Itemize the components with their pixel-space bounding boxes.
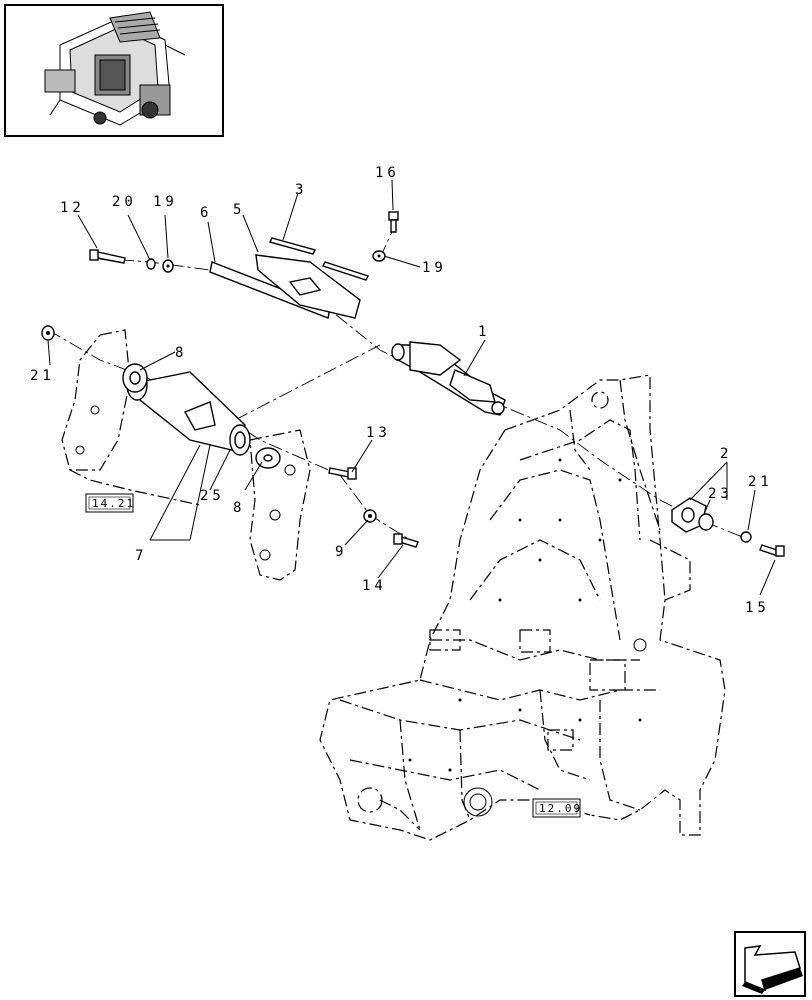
callout-12: 12 (60, 200, 85, 216)
callout-6: 6 (200, 205, 212, 221)
bolt-part-15 (759, 544, 785, 557)
bolt-part-14 (393, 533, 419, 548)
callout-5: 5 (233, 202, 245, 218)
nut-part-9 (363, 509, 377, 523)
reference-label-left: 14.21 (92, 497, 135, 510)
bolt-part-13 (328, 467, 357, 480)
strip-part-3 (268, 237, 369, 281)
callout-2: 2 (720, 446, 732, 462)
frame-phantom-outline (319, 374, 726, 841)
left-side-plate-phantom (61, 329, 311, 581)
callout-14: 14 (362, 578, 387, 594)
washer-part-19-right (372, 250, 386, 262)
callout-16: 16 (375, 165, 400, 181)
callout-7: 7 (135, 548, 147, 564)
scraper-part-5 (255, 254, 361, 319)
bearing-part-2 (671, 497, 707, 533)
baler-overview-thumbnail (4, 4, 224, 137)
callout-3: 3 (295, 182, 307, 198)
bolt-part-12 (89, 249, 126, 264)
callout-15: 15 (745, 600, 770, 616)
shaft-part-1 (391, 341, 506, 416)
callout-19-right: 19 (422, 260, 447, 276)
washer-part-20 (146, 258, 156, 270)
collar-part-23 (698, 513, 714, 531)
callout-13: 13 (366, 425, 391, 441)
next-page-arrow-icon[interactable] (734, 931, 806, 997)
callout-23: 23 (708, 486, 733, 502)
callout-21-right: 21 (748, 474, 773, 490)
bearing-flange-part-8-bottom (255, 447, 281, 469)
callout-25: 25 (200, 488, 225, 504)
bearing-flange-part-8-top (122, 363, 148, 393)
nut-part-21-left (41, 325, 55, 341)
reference-label-bottom: 12.09 (539, 802, 582, 815)
callout-19-left: 19 (153, 194, 178, 210)
callout-21-left: 21 (30, 368, 55, 384)
callout-9: 9 (335, 544, 347, 560)
bolt-part-16 (388, 211, 399, 233)
washer-part-19-left (162, 259, 174, 273)
callout-20: 20 (112, 194, 137, 210)
callout-8-bottom: 8 (233, 500, 245, 516)
callout-labels: 12 20 19 6 5 3 16 19 1 21 8 25 8 7 13 9 … (30, 165, 773, 616)
callout-8-top: 8 (175, 345, 187, 361)
reference-box-left[interactable]: 14.21 (85, 493, 135, 513)
reference-box-bottom[interactable]: 12.09 (532, 798, 582, 818)
leader-lines (47, 179, 776, 596)
washer-part-21-right (740, 531, 752, 543)
callout-1: 1 (478, 324, 490, 340)
